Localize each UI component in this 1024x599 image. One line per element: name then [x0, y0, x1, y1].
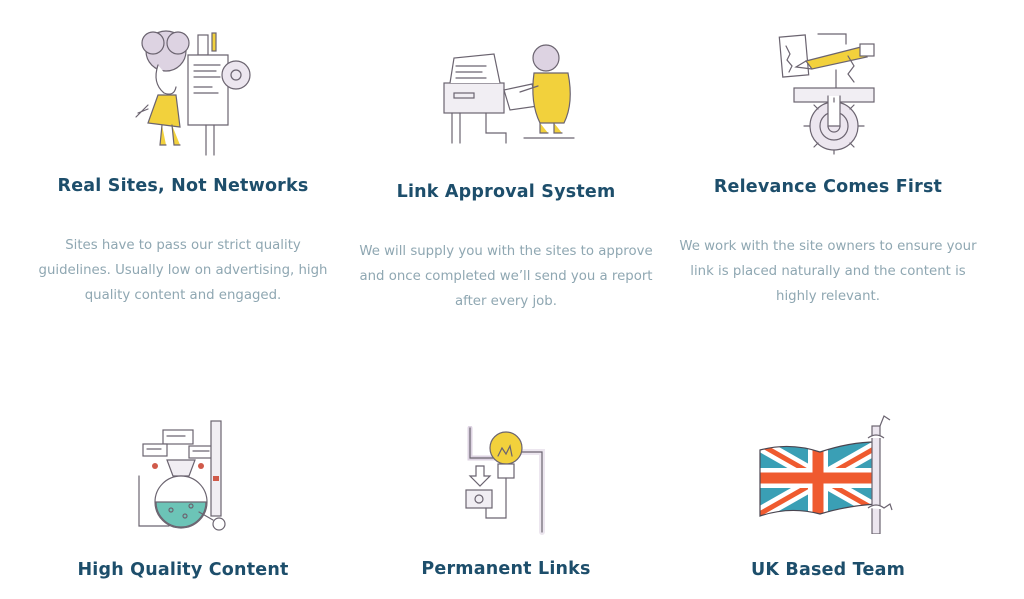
feature-title: Permanent Links	[421, 559, 591, 579]
feature-description: Sites have to pass our strict quality gu…	[38, 238, 328, 303]
feature-title: Link Approval System	[396, 182, 616, 202]
feature-uk-based-team: UK Based Team	[668, 400, 988, 599]
feature-description: We work with the site owners to ensure y…	[679, 239, 977, 304]
lightbulb-pipes-illustration	[465, 426, 545, 535]
feature-title: Relevance Comes First	[713, 177, 943, 197]
feature-real-sites: Real Sites, Not Networks Sites have to p…	[23, 0, 343, 320]
feature-title: Real Sites, Not Networks	[57, 176, 309, 196]
feature-title: High Quality Content	[77, 560, 289, 580]
feature-high-quality-content: High Quality Content	[23, 400, 343, 599]
feature-title: UK Based Team	[750, 560, 906, 580]
pencil-gear-machine-illustration	[778, 33, 875, 155]
feature-description: We will supply you with the sites to app…	[359, 244, 653, 309]
uk-flag-illustration	[759, 415, 893, 534]
feature-relevance: Relevance Comes First We work with the s…	[668, 0, 988, 320]
man-printer-illustration	[443, 44, 575, 144]
flask-speech-bubbles-illustration	[138, 420, 226, 531]
feature-link-approval: Link Approval System We will supply you …	[346, 0, 666, 320]
woman-typewriter-illustration	[135, 30, 251, 156]
feature-permanent-links: Permanent Links	[346, 400, 666, 599]
